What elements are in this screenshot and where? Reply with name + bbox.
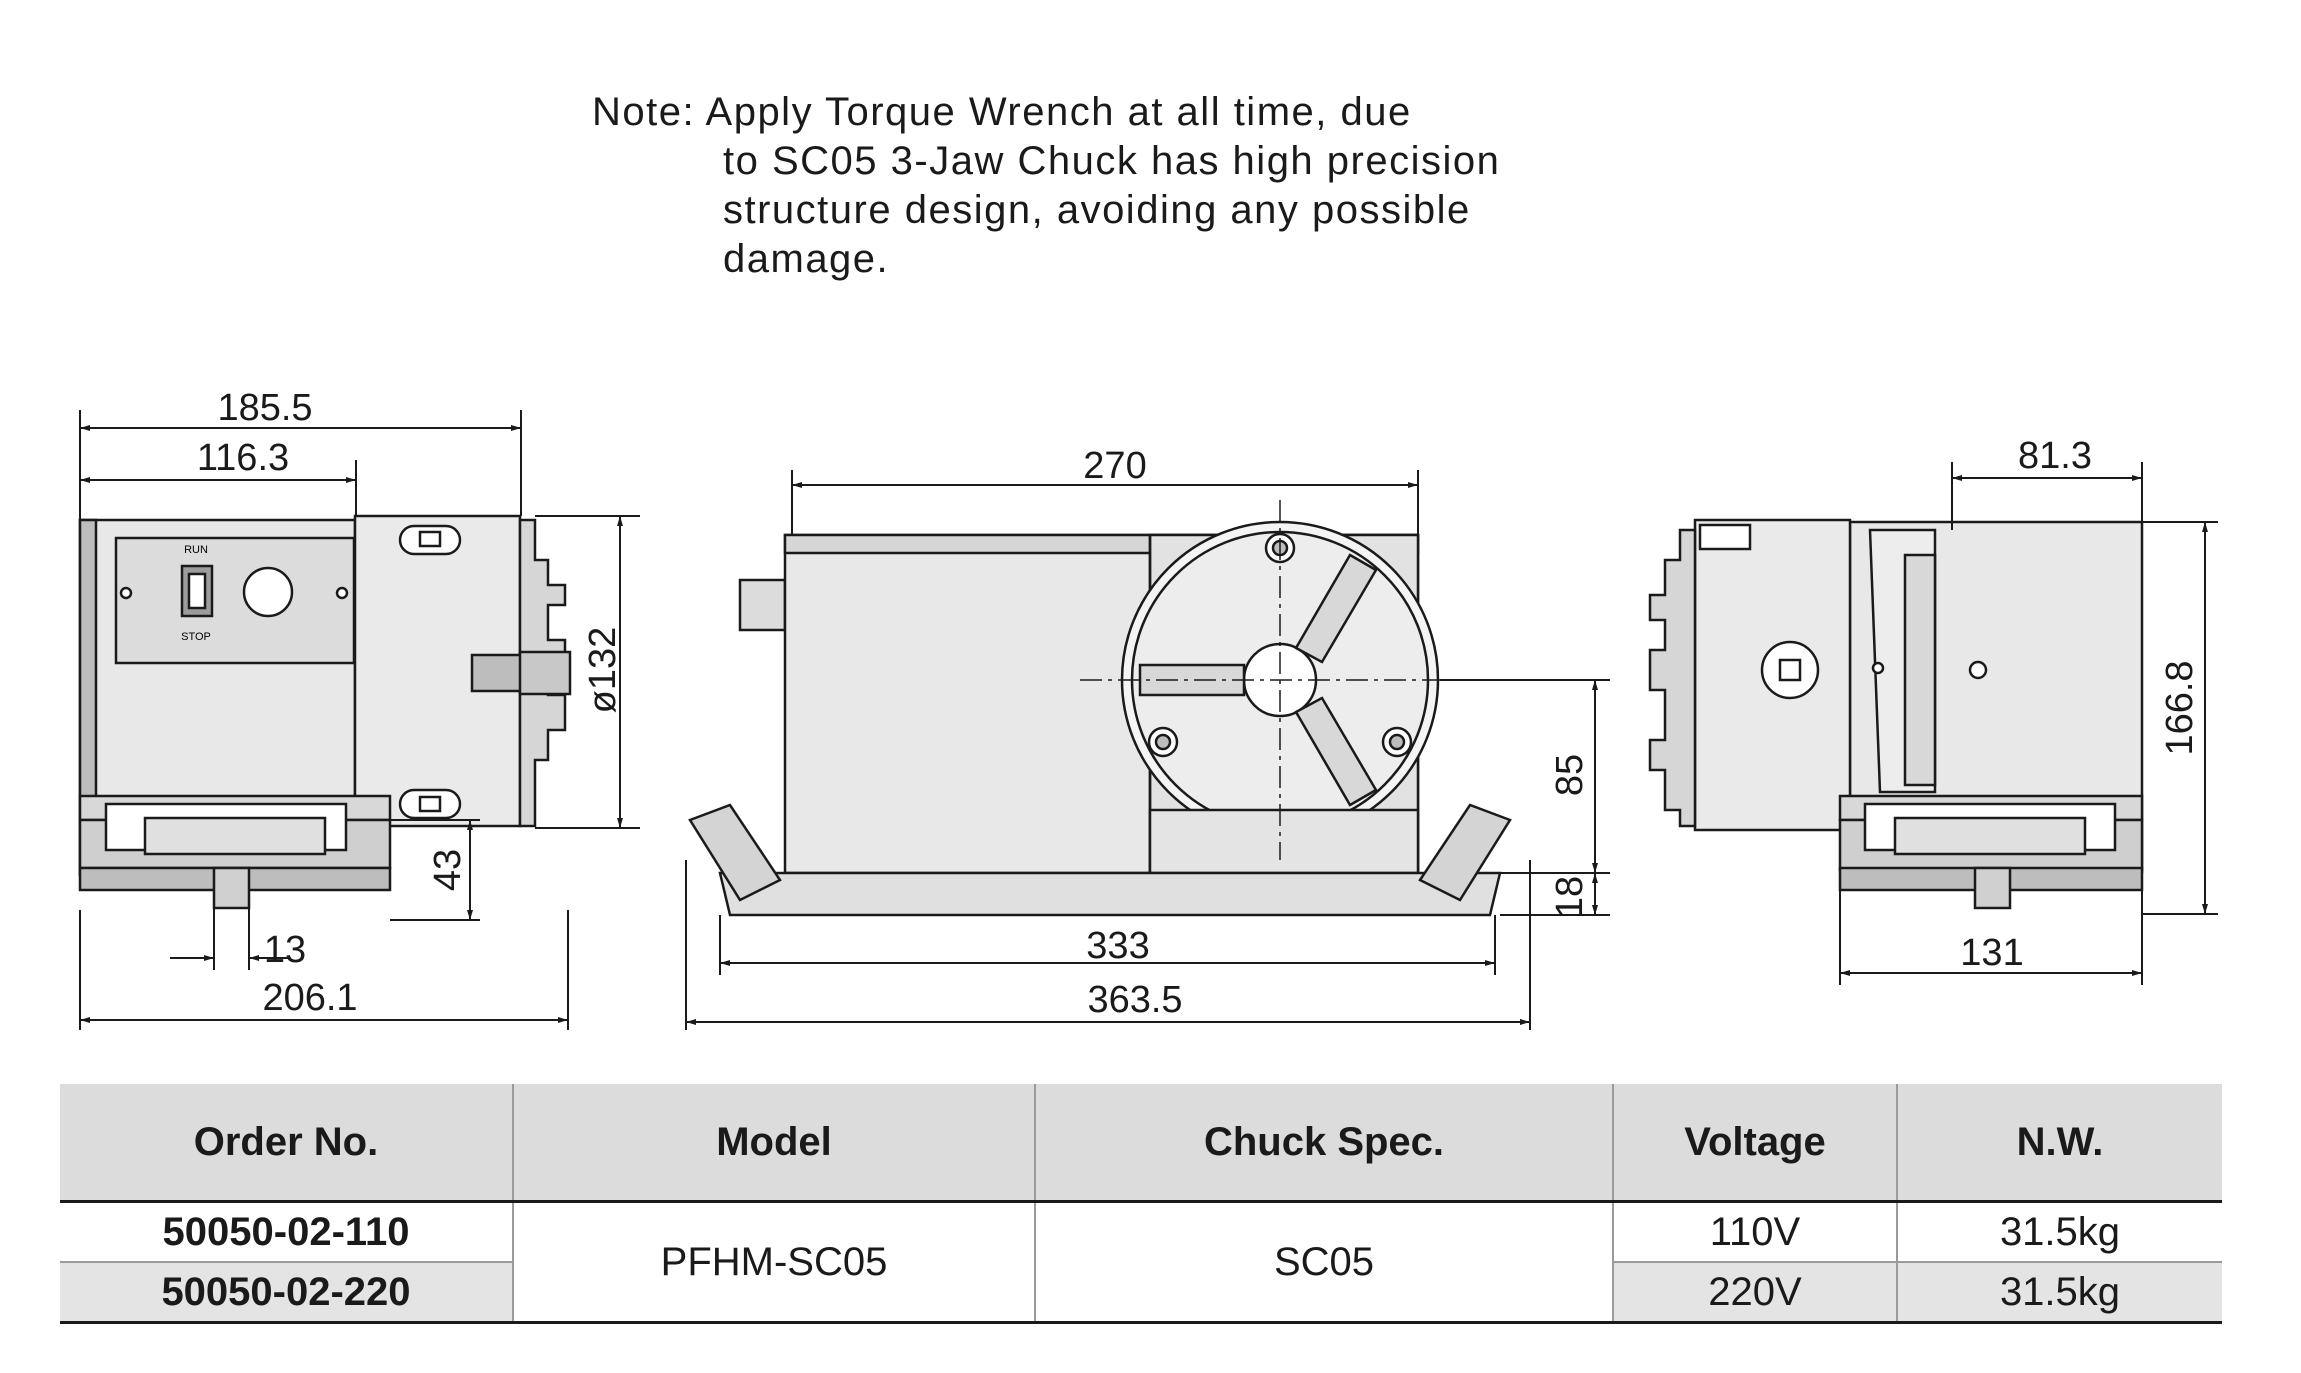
spec-table: Order No. Model Chuck Spec. Voltage N.W.… — [60, 1084, 2222, 1324]
front-view — [688, 520, 1512, 917]
table-header-row: Order No. Model Chuck Spec. Voltage N.W. — [60, 1084, 2222, 1203]
note-line: structure design, avoiding any possible — [723, 188, 1471, 232]
header-nw: N.W. — [1896, 1084, 2222, 1203]
right-chuck — [1648, 528, 1697, 828]
dim-166-8: 166.8 — [2159, 660, 2201, 755]
dim-43: 43 — [427, 849, 469, 891]
technical-drawing: 185.5 116.3 ø132 43 13 206.1 RUN STOP — [78, 387, 2218, 1030]
right-view — [1648, 518, 2144, 910]
dim-13: 13 — [264, 929, 306, 971]
note-line: Note: Apply Torque Wrench at all time, d… — [592, 90, 1412, 134]
dim-185-5: 185.5 — [217, 387, 312, 429]
nw-cell: 31.5kg — [1896, 1201, 2222, 1262]
table-row: 50050-02-110 PFHM-SC05 SC05 110V 31.5kg — [60, 1201, 2222, 1324]
control-panel — [114, 536, 356, 665]
right-dim-lines — [1839, 462, 2218, 985]
dim-85: 85 — [1549, 754, 1591, 796]
front-dim-lines — [685, 470, 1610, 1030]
dim-131: 131 — [1960, 932, 2023, 974]
order-no-cell: 50050-02-220 — [60, 1261, 513, 1324]
model-cell: PFHM-SC05 — [512, 1201, 1035, 1324]
knob-icon — [242, 566, 294, 618]
chuck-spec-cell: SC05 — [1034, 1201, 1613, 1324]
header-order-no: Order No. — [60, 1084, 513, 1203]
voltage-cell: 220V — [1612, 1261, 1897, 1324]
nw-cell: 31.5kg — [1896, 1261, 2222, 1324]
header-voltage: Voltage — [1612, 1084, 1897, 1203]
run-label: RUN — [184, 544, 208, 556]
dim-dia-132: ø132 — [582, 627, 624, 714]
left-view — [78, 514, 572, 910]
left-dim-lines — [79, 410, 640, 1030]
dim-81-3: 81.3 — [2018, 435, 2092, 477]
note-line: to SC05 3-Jaw Chuck has high precision — [723, 139, 1501, 183]
dim-206-1: 206.1 — [262, 977, 357, 1019]
order-no-cell: 50050-02-110 — [60, 1201, 513, 1262]
voltage-cell: 110V — [1612, 1201, 1897, 1262]
motor-stub — [738, 578, 787, 632]
table-row: 50050-02-220 220V 31.5kg — [60, 1261, 2222, 1324]
header-chuck-spec: Chuck Spec. — [1034, 1084, 1613, 1203]
header-model: Model — [512, 1084, 1035, 1203]
dim-270: 270 — [1083, 445, 1146, 487]
dim-116-3: 116.3 — [197, 437, 289, 479]
stop-label: STOP — [181, 631, 211, 643]
front-base — [718, 871, 1502, 917]
note-block: Note: Apply Torque Wrench at all time, d… — [592, 88, 1500, 284]
note-line: damage. — [723, 237, 890, 281]
dim-333: 333 — [1086, 925, 1149, 967]
dim-363-5: 363.5 — [1087, 979, 1182, 1021]
dim-18: 18 — [1549, 876, 1591, 918]
